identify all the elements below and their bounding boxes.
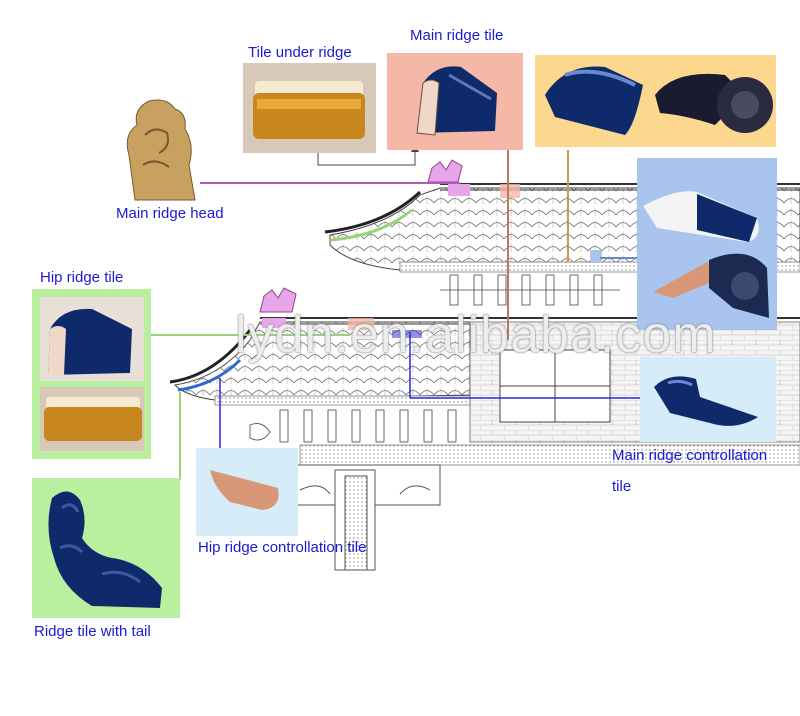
upper-brackets xyxy=(440,274,620,306)
ridge-tile-pair-photo xyxy=(535,55,776,147)
ridge-tile-with-tail-photo xyxy=(32,478,180,618)
ridge-end-tiles-photo xyxy=(637,158,777,330)
main-ridge-head-photo xyxy=(115,95,200,205)
lower-brackets xyxy=(249,409,457,443)
label-main-ridge-controllation-line2: tile xyxy=(612,478,632,495)
main-ridge-tile-photo xyxy=(387,53,523,150)
hip-ridge-tile-photo xyxy=(32,289,151,459)
label-hip-ridge-tile: Hip ridge tile xyxy=(40,269,124,286)
label-ridge-tile-with-tail: Ridge tile with tail xyxy=(34,623,151,640)
label-tile-under-ridge: Tile under ridge xyxy=(248,44,352,61)
label-main-ridge-head: Main ridge head xyxy=(116,205,224,222)
hip-ridge-controllation-tile-photo xyxy=(196,448,298,536)
tile-under-ridge-photo xyxy=(243,63,376,153)
watermark: lydn.en.alibaba.com xyxy=(235,306,717,364)
label-main-ridge-controllation-line1: Main ridge controllation xyxy=(612,447,768,464)
main-ridge-controllation-tile-photo xyxy=(640,357,776,442)
label-hip-ridge-controllation-tile: Hip ridge controllation tile xyxy=(198,539,367,556)
leader-lines xyxy=(150,144,640,480)
label-main-ridge-tile: Main ridge tile xyxy=(410,27,504,44)
